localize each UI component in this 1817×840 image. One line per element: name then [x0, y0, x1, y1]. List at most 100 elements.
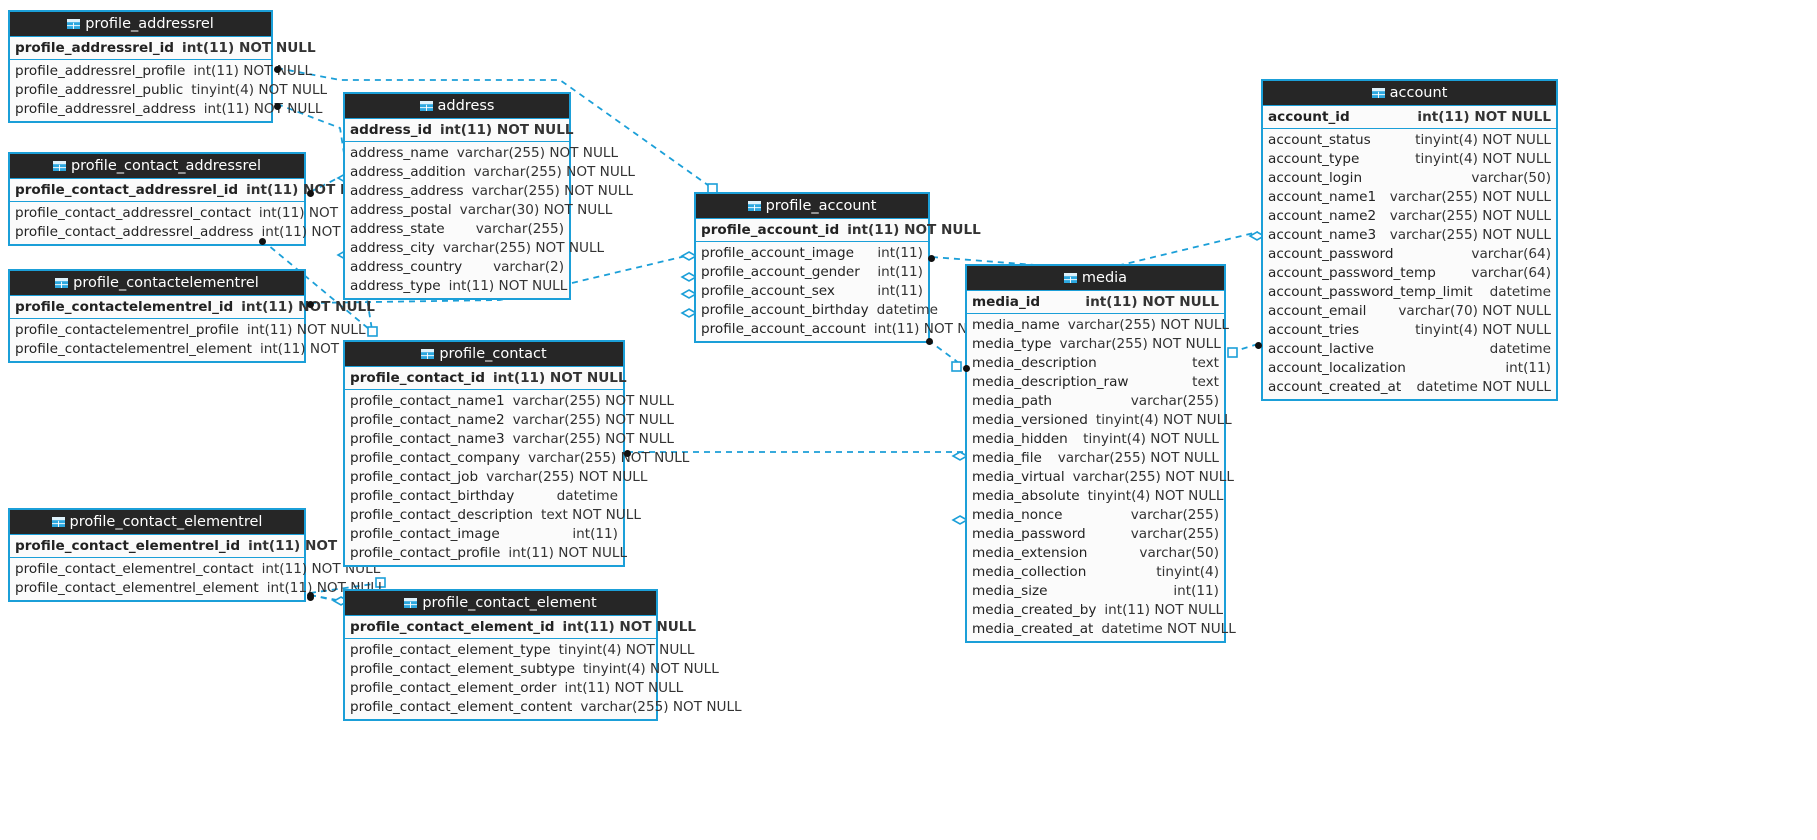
column-type: varchar(50): [1139, 545, 1219, 561]
table-header-account[interactable]: account: [1263, 81, 1556, 105]
column-name: profile_account_gender: [701, 264, 860, 280]
table-header-profile_contact_element[interactable]: profile_contact_element: [345, 591, 656, 615]
column-type: text NOT NULL: [541, 507, 641, 523]
table-icon: [747, 201, 761, 211]
table-header-address[interactable]: address: [345, 94, 569, 118]
table-header-profile_contactelementrel[interactable]: profile_contactelementrel: [10, 271, 304, 295]
table-header-profile_account[interactable]: profile_account: [696, 194, 928, 218]
table-header-profile_addressrel[interactable]: profile_addressrel: [10, 12, 271, 36]
table-header-profile_contact_addressrel[interactable]: profile_contact_addressrel: [10, 154, 304, 178]
table-header-media[interactable]: media: [967, 266, 1224, 290]
table-header-profile_contact[interactable]: profile_contact: [345, 342, 623, 366]
table-header-profile_contact_elementrel[interactable]: profile_contact_elementrel: [10, 510, 304, 534]
